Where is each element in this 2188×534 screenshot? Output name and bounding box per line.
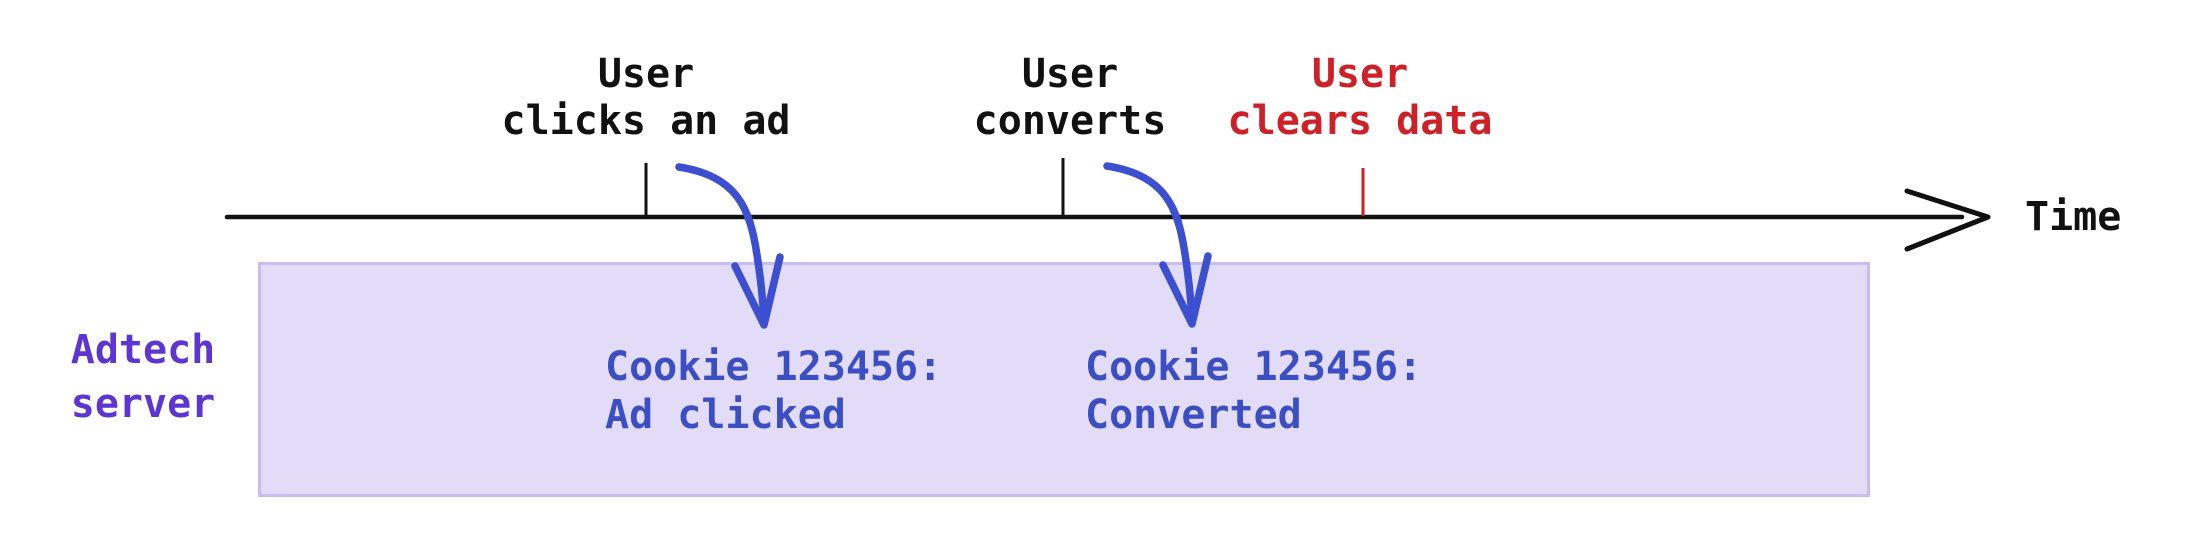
time-axis-label: Time [2025,194,2122,240]
event-label-user-clears-data: User clears data [1227,51,1493,144]
adtech-server-label: Adtech server [70,327,216,427]
cookie-record-ad-clicked: Cookie 123456: Ad clicked [605,344,943,438]
timeline-arrowhead-icon [1904,188,1991,252]
arrow-click-to-cookie-icon [675,163,784,329]
event-label-user-clicks: User clicks an ad [501,51,791,144]
event-label-user-converts: User converts [973,51,1167,144]
cookie-record-converted: Cookie 123456: Converted [1085,344,1423,438]
adtech-server-box [258,262,1870,497]
arrow-convert-to-cookie-icon [1103,162,1212,328]
